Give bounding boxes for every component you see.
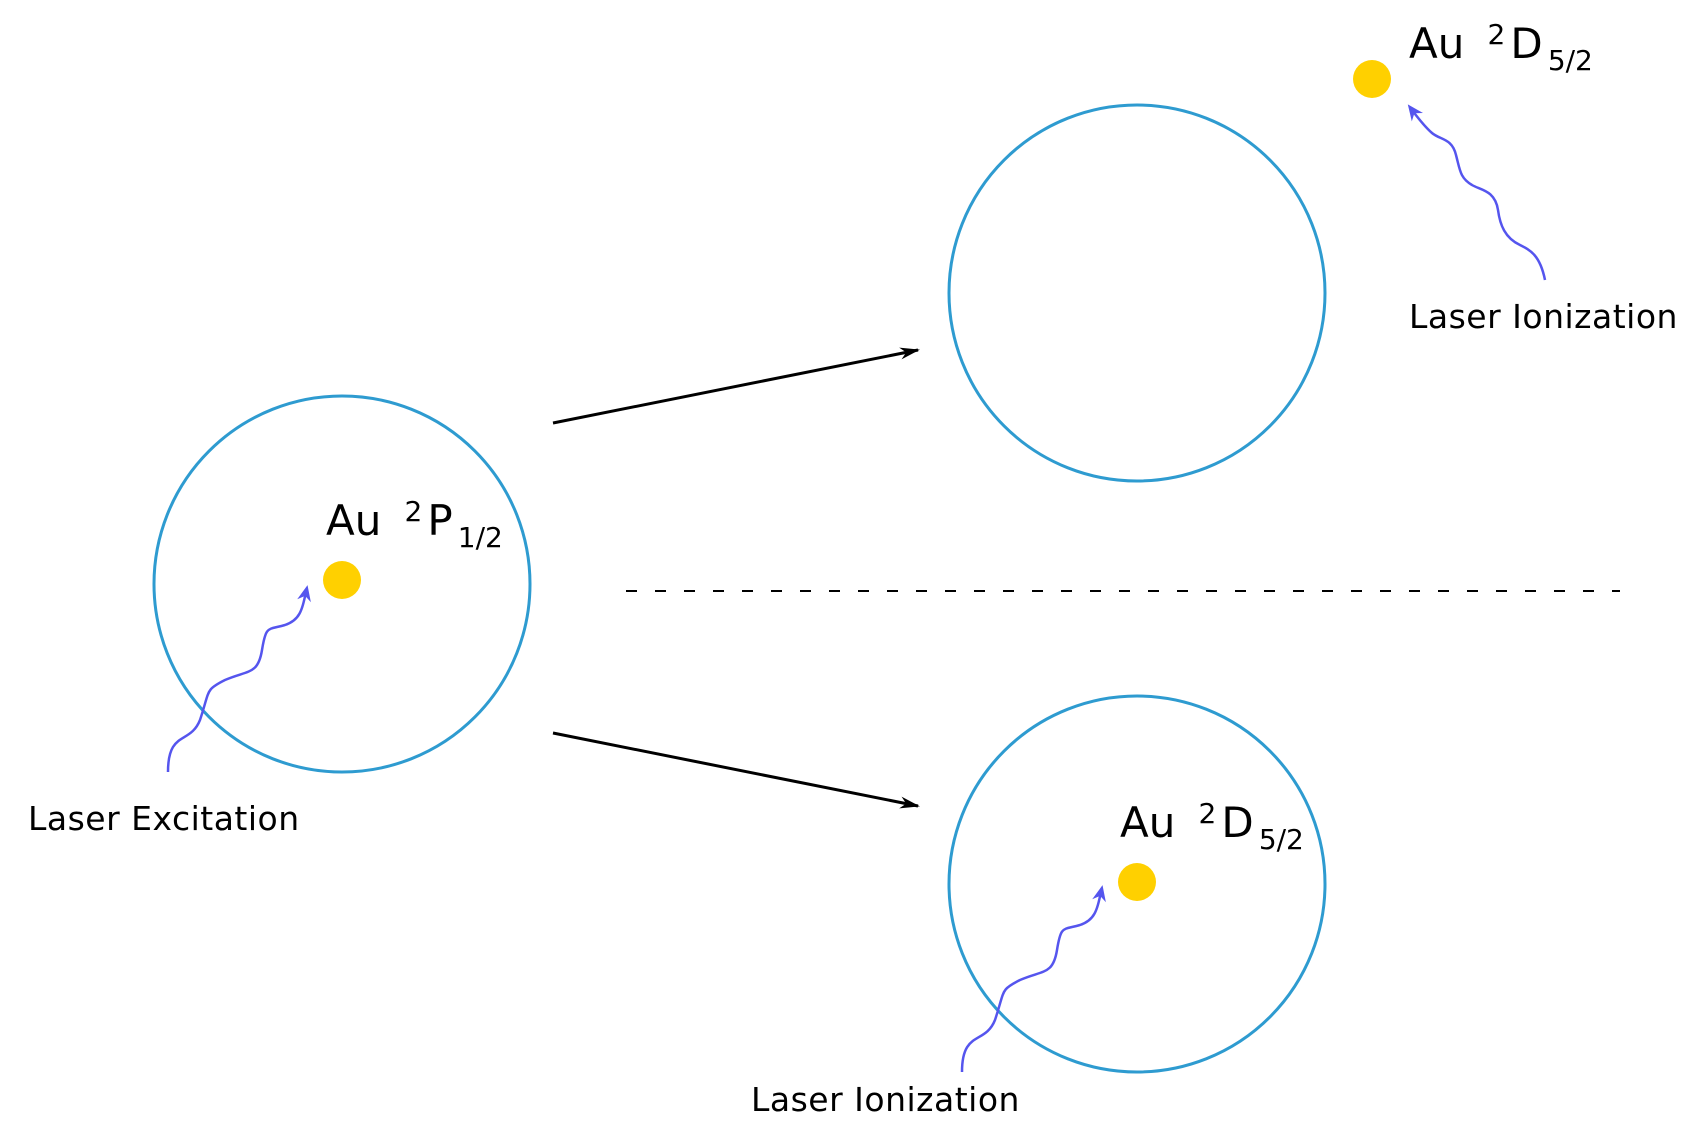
escaped-cell-circle <box>947 103 1327 483</box>
trapped-state-label: Au 2 D 5/2 <box>1120 797 1304 856</box>
escaped-state-label: Au 2 D 5/2 <box>1409 18 1593 77</box>
trapped-state-sub: 5/2 <box>1259 823 1304 856</box>
escaped-state-element: Au <box>1409 19 1464 68</box>
excitation-caption: Laser Excitation <box>28 799 300 838</box>
trapped-state-sup: 2 <box>1198 797 1216 830</box>
trapped-atom-dot <box>1118 863 1156 901</box>
initial-state-element: Au <box>326 496 381 545</box>
initial-state-sub: 1/2 <box>458 521 503 554</box>
top-ionization-photon-icon <box>1407 104 1547 281</box>
top-ionization-caption: Laser Ionization <box>1409 297 1678 336</box>
initial-state-term: P <box>427 496 452 545</box>
escaped-state-sup: 2 <box>1487 18 1505 51</box>
trapped-cell-circle <box>947 694 1327 1074</box>
initial-state-sup: 2 <box>404 495 422 528</box>
bottom-ionization-photon-icon <box>960 885 1106 1073</box>
initial-atom-dot <box>323 561 361 599</box>
escaped-state-term: D <box>1510 19 1542 68</box>
escaped-state-sub: 5/2 <box>1548 44 1593 77</box>
initial-cell-circle <box>152 394 532 774</box>
escape-arrow <box>552 347 920 425</box>
trapped-state-element: Au <box>1120 798 1175 847</box>
trapped-state-term: D <box>1221 798 1253 847</box>
excitation-photon-icon <box>166 585 311 773</box>
trap-arrow <box>552 731 920 809</box>
initial-state-label: Au 2 P 1/2 <box>326 495 503 554</box>
bottom-ionization-caption: Laser Ionization <box>751 1080 1020 1119</box>
escaped-atom-dot <box>1353 60 1391 98</box>
